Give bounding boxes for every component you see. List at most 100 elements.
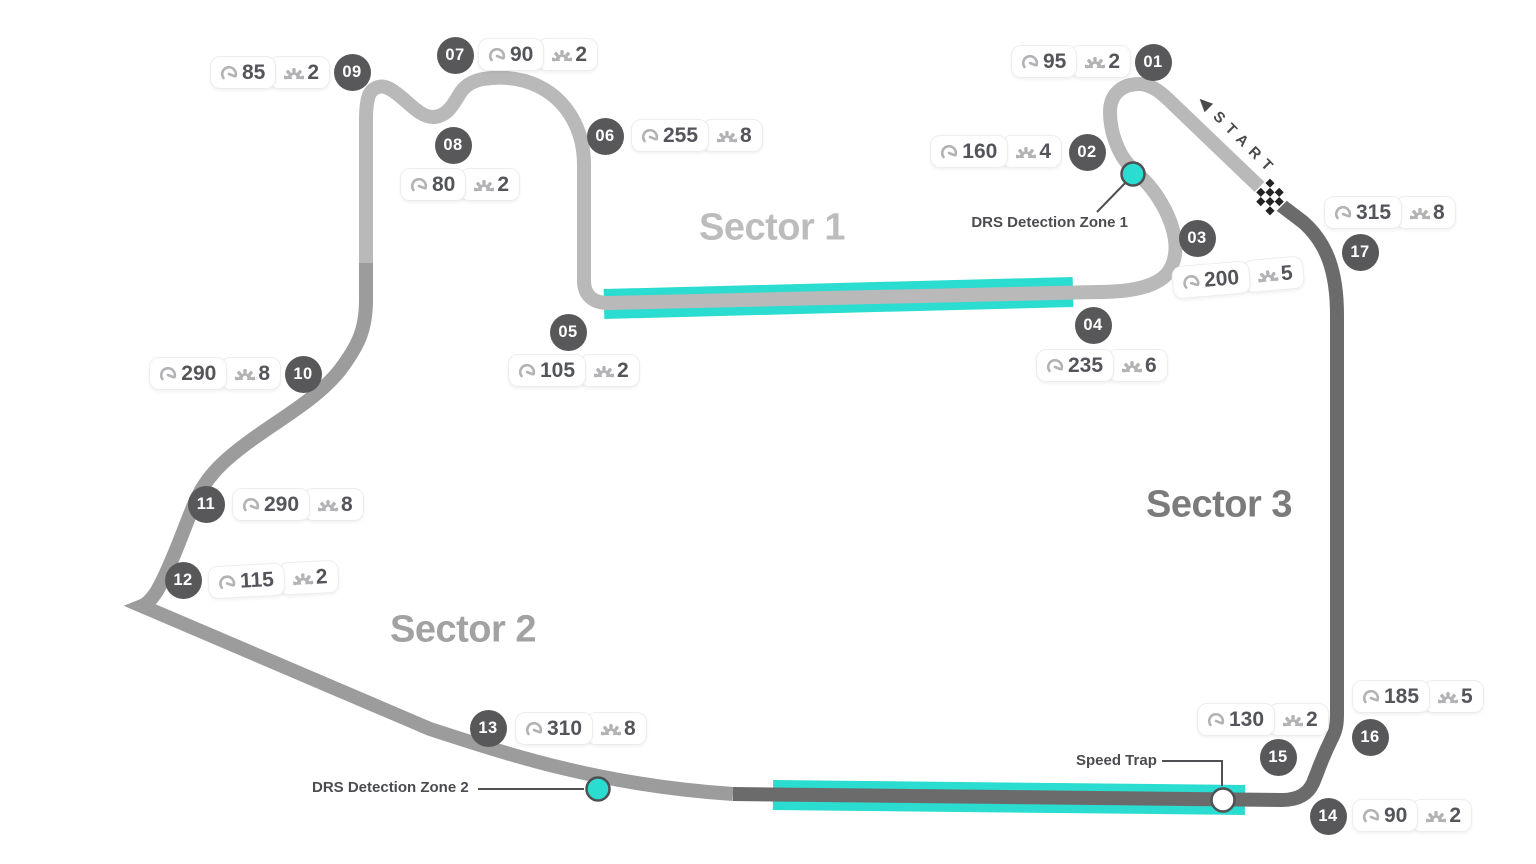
speedometer-icon	[1183, 274, 1200, 289]
drs-zone-2-label: DRS Detection Zone 2	[312, 779, 469, 796]
turn-11-info-chips: 290 8	[232, 488, 364, 521]
speedometer-icon	[219, 574, 236, 589]
corner-gear-value: 6	[1145, 354, 1157, 377]
gear-chip: 2	[1070, 45, 1131, 78]
speedometer-icon	[160, 366, 177, 380]
turn-16-marker: 16	[1351, 718, 1389, 756]
turn-10-info-chips: 290 8	[149, 357, 281, 390]
gear-chip: 8	[220, 357, 281, 390]
corner-gear-value: 4	[1039, 140, 1051, 163]
gear-icon	[1085, 56, 1106, 69]
corner-speed-value: 130	[1229, 708, 1265, 731]
corner-gear-value: 2	[315, 565, 329, 589]
speedometer-icon	[1362, 808, 1380, 822]
speed-chip: 115	[207, 562, 286, 600]
turn-17-info-chips: 315 8	[1324, 196, 1456, 229]
gear-icon	[284, 67, 305, 80]
turn-2-info-chips: 160 4	[930, 135, 1062, 168]
track-sector-1	[359, 70, 1275, 310]
speed-trap-label: Speed Trap	[1076, 752, 1157, 769]
speed-chip: 90	[478, 38, 545, 71]
gear-icon	[292, 572, 314, 585]
corner-speed-value: 95	[1042, 50, 1067, 73]
corner-gear-value: 8	[258, 362, 270, 385]
gear-icon	[717, 130, 738, 143]
corner-speed-value: 235	[1068, 354, 1104, 377]
gear-icon	[601, 723, 622, 736]
gear-chip: 2	[277, 559, 340, 596]
turn-7-marker: 07	[436, 36, 474, 74]
turn-10-marker: 10	[284, 355, 322, 393]
turn-3-marker: 03	[1178, 219, 1216, 257]
turn-8-info-chips: 80 2	[400, 168, 521, 201]
speed-chip: 95	[1010, 45, 1078, 78]
gear-chip: 8	[702, 119, 763, 152]
drs-detection-point-2	[585, 776, 611, 802]
speed-chip: 290	[149, 357, 228, 390]
corner-speed-value: 185	[1384, 685, 1420, 708]
turn-3-info-chips: 200 5	[1170, 255, 1305, 300]
gear-icon	[552, 49, 573, 62]
gear-chip: 5	[1241, 255, 1305, 294]
gear-icon	[318, 499, 339, 512]
speedometer-icon	[410, 177, 428, 191]
corner-gear-value: 8	[740, 124, 752, 147]
gear-chip: 8	[1395, 196, 1456, 229]
corner-gear-value: 5	[1279, 261, 1294, 286]
gear-chip: 2	[579, 354, 640, 387]
turn-7-info-chips: 90 2	[478, 38, 599, 71]
turn-11-marker: 11	[187, 485, 225, 523]
turn-1-info-chips: 95 2	[1010, 45, 1131, 78]
turn-16-info-chips: 185 5	[1352, 680, 1484, 713]
speed-chip: 290	[232, 488, 311, 521]
speedometer-icon	[488, 47, 506, 61]
drs-zone-1-label: DRS Detection Zone 1	[971, 214, 1128, 231]
gear-icon	[1257, 269, 1279, 282]
gear-chip: 2	[1411, 799, 1473, 832]
speed-chip: 105	[508, 354, 587, 387]
speed-trap-point	[1210, 787, 1236, 813]
corner-speed-value: 290	[264, 493, 300, 516]
speed-chip: 185	[1352, 680, 1431, 713]
turn-14-marker: 14	[1309, 797, 1347, 835]
gear-icon	[1283, 714, 1304, 727]
drs-detection-point-1	[1120, 161, 1146, 187]
speedometer-icon	[1021, 54, 1039, 68]
gear-icon	[1122, 360, 1143, 373]
corner-speed-value: 90	[510, 43, 534, 66]
speed-chip: 235	[1036, 349, 1115, 382]
turn-6-marker: 06	[586, 117, 624, 155]
corner-gear-value: 2	[575, 43, 588, 66]
corner-speed-value: 115	[239, 567, 275, 593]
corner-gear-value: 2	[307, 61, 319, 84]
speedometer-icon	[941, 144, 958, 158]
corner-speed-value: 255	[663, 124, 699, 147]
turn-15-info-chips: 130 2	[1197, 703, 1329, 736]
corner-gear-value: 8	[1433, 201, 1445, 224]
speed-chip: 200	[1170, 260, 1252, 300]
speed-chip: 255	[631, 119, 710, 152]
turn-6-info-chips: 255 8	[631, 119, 763, 152]
speed-chip: 130	[1197, 703, 1276, 736]
turn-12-info-chips: 115 2	[207, 559, 340, 600]
turn-13-marker: 13	[469, 709, 507, 747]
speedometer-icon	[220, 65, 238, 79]
corner-speed-value: 105	[540, 359, 576, 382]
gear-icon	[1410, 207, 1431, 220]
gear-chip: 4	[1001, 135, 1062, 168]
corner-gear-value: 2	[617, 359, 629, 382]
speedometer-icon	[525, 721, 543, 735]
sector-1-label: Sector 1	[699, 206, 845, 249]
turn-9-info-chips: 85 2	[209, 56, 330, 89]
gear-icon	[1016, 146, 1037, 159]
gear-chip: 2	[269, 56, 330, 89]
speedometer-icon	[1046, 358, 1064, 372]
corner-speed-value: 85	[241, 61, 266, 84]
corner-gear-value: 8	[341, 493, 353, 516]
corner-speed-value: 315	[1356, 201, 1392, 224]
turn-13-info-chips: 310 8	[515, 712, 647, 745]
track-sector-2	[123, 263, 734, 801]
speed-trap-leader-line	[1162, 760, 1223, 786]
speedometer-icon	[1362, 689, 1380, 703]
speed-chip: 80	[400, 168, 467, 201]
